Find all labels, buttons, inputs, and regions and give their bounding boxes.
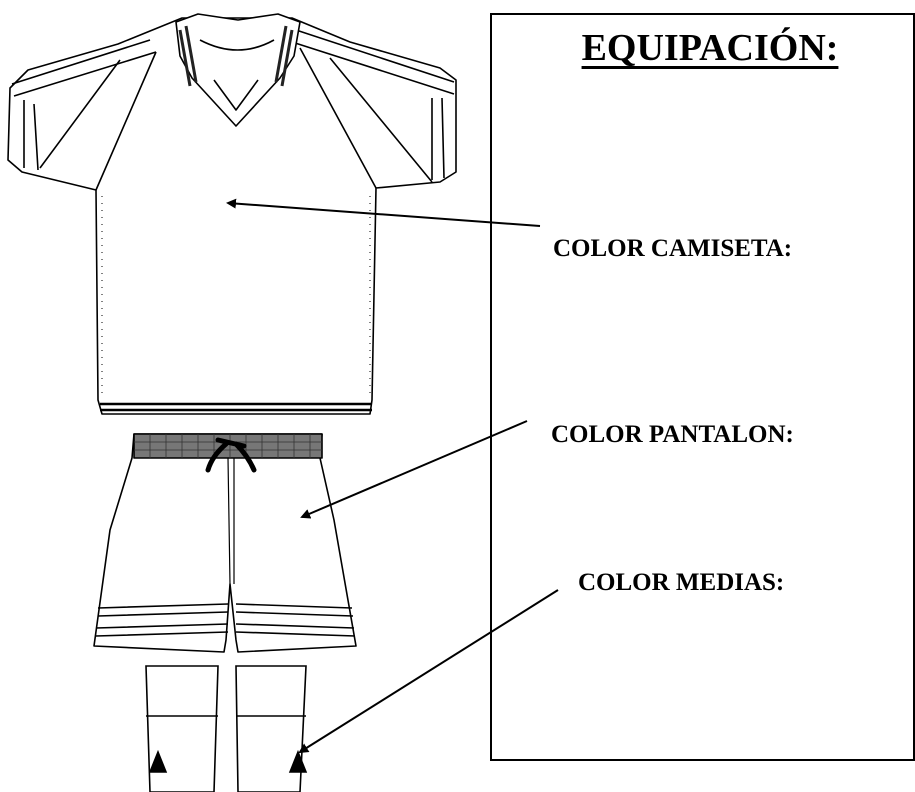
socks-drawing xyxy=(145,665,308,792)
right-sock xyxy=(235,665,307,792)
collar-inner xyxy=(199,39,275,111)
drawstring xyxy=(205,437,257,473)
collar-stripes xyxy=(178,25,294,87)
shorts-color-label: COLOR PANTALON: xyxy=(551,421,794,448)
shirt-seam-dots xyxy=(101,196,371,398)
info-panel xyxy=(490,13,915,761)
page-title: EQUIPACIÓN: xyxy=(581,27,839,69)
shorts-outline xyxy=(93,433,357,653)
shirt-drawing xyxy=(7,13,457,415)
shirt-color-label: COLOR CAMISETA: xyxy=(553,235,793,262)
shorts-drawing xyxy=(93,433,357,653)
left-raglan-seam xyxy=(39,51,157,191)
left-sock xyxy=(145,665,219,792)
football-kit-illustration xyxy=(7,13,457,792)
shorts-fly xyxy=(227,457,235,585)
shorts-hem-stripes xyxy=(95,603,356,637)
right-sleeve-band xyxy=(291,29,455,95)
right-sleeve-lines xyxy=(431,97,445,180)
right-raglan-seam xyxy=(299,47,433,189)
left-sleeve-band xyxy=(11,39,157,97)
left-sleeve-lines xyxy=(23,100,39,171)
right-sock-logo-icon xyxy=(288,749,308,773)
shirt-hem xyxy=(100,402,372,412)
left-sock-logo-icon xyxy=(148,749,168,773)
socks-color-label: COLOR MEDIAS: xyxy=(578,569,785,596)
